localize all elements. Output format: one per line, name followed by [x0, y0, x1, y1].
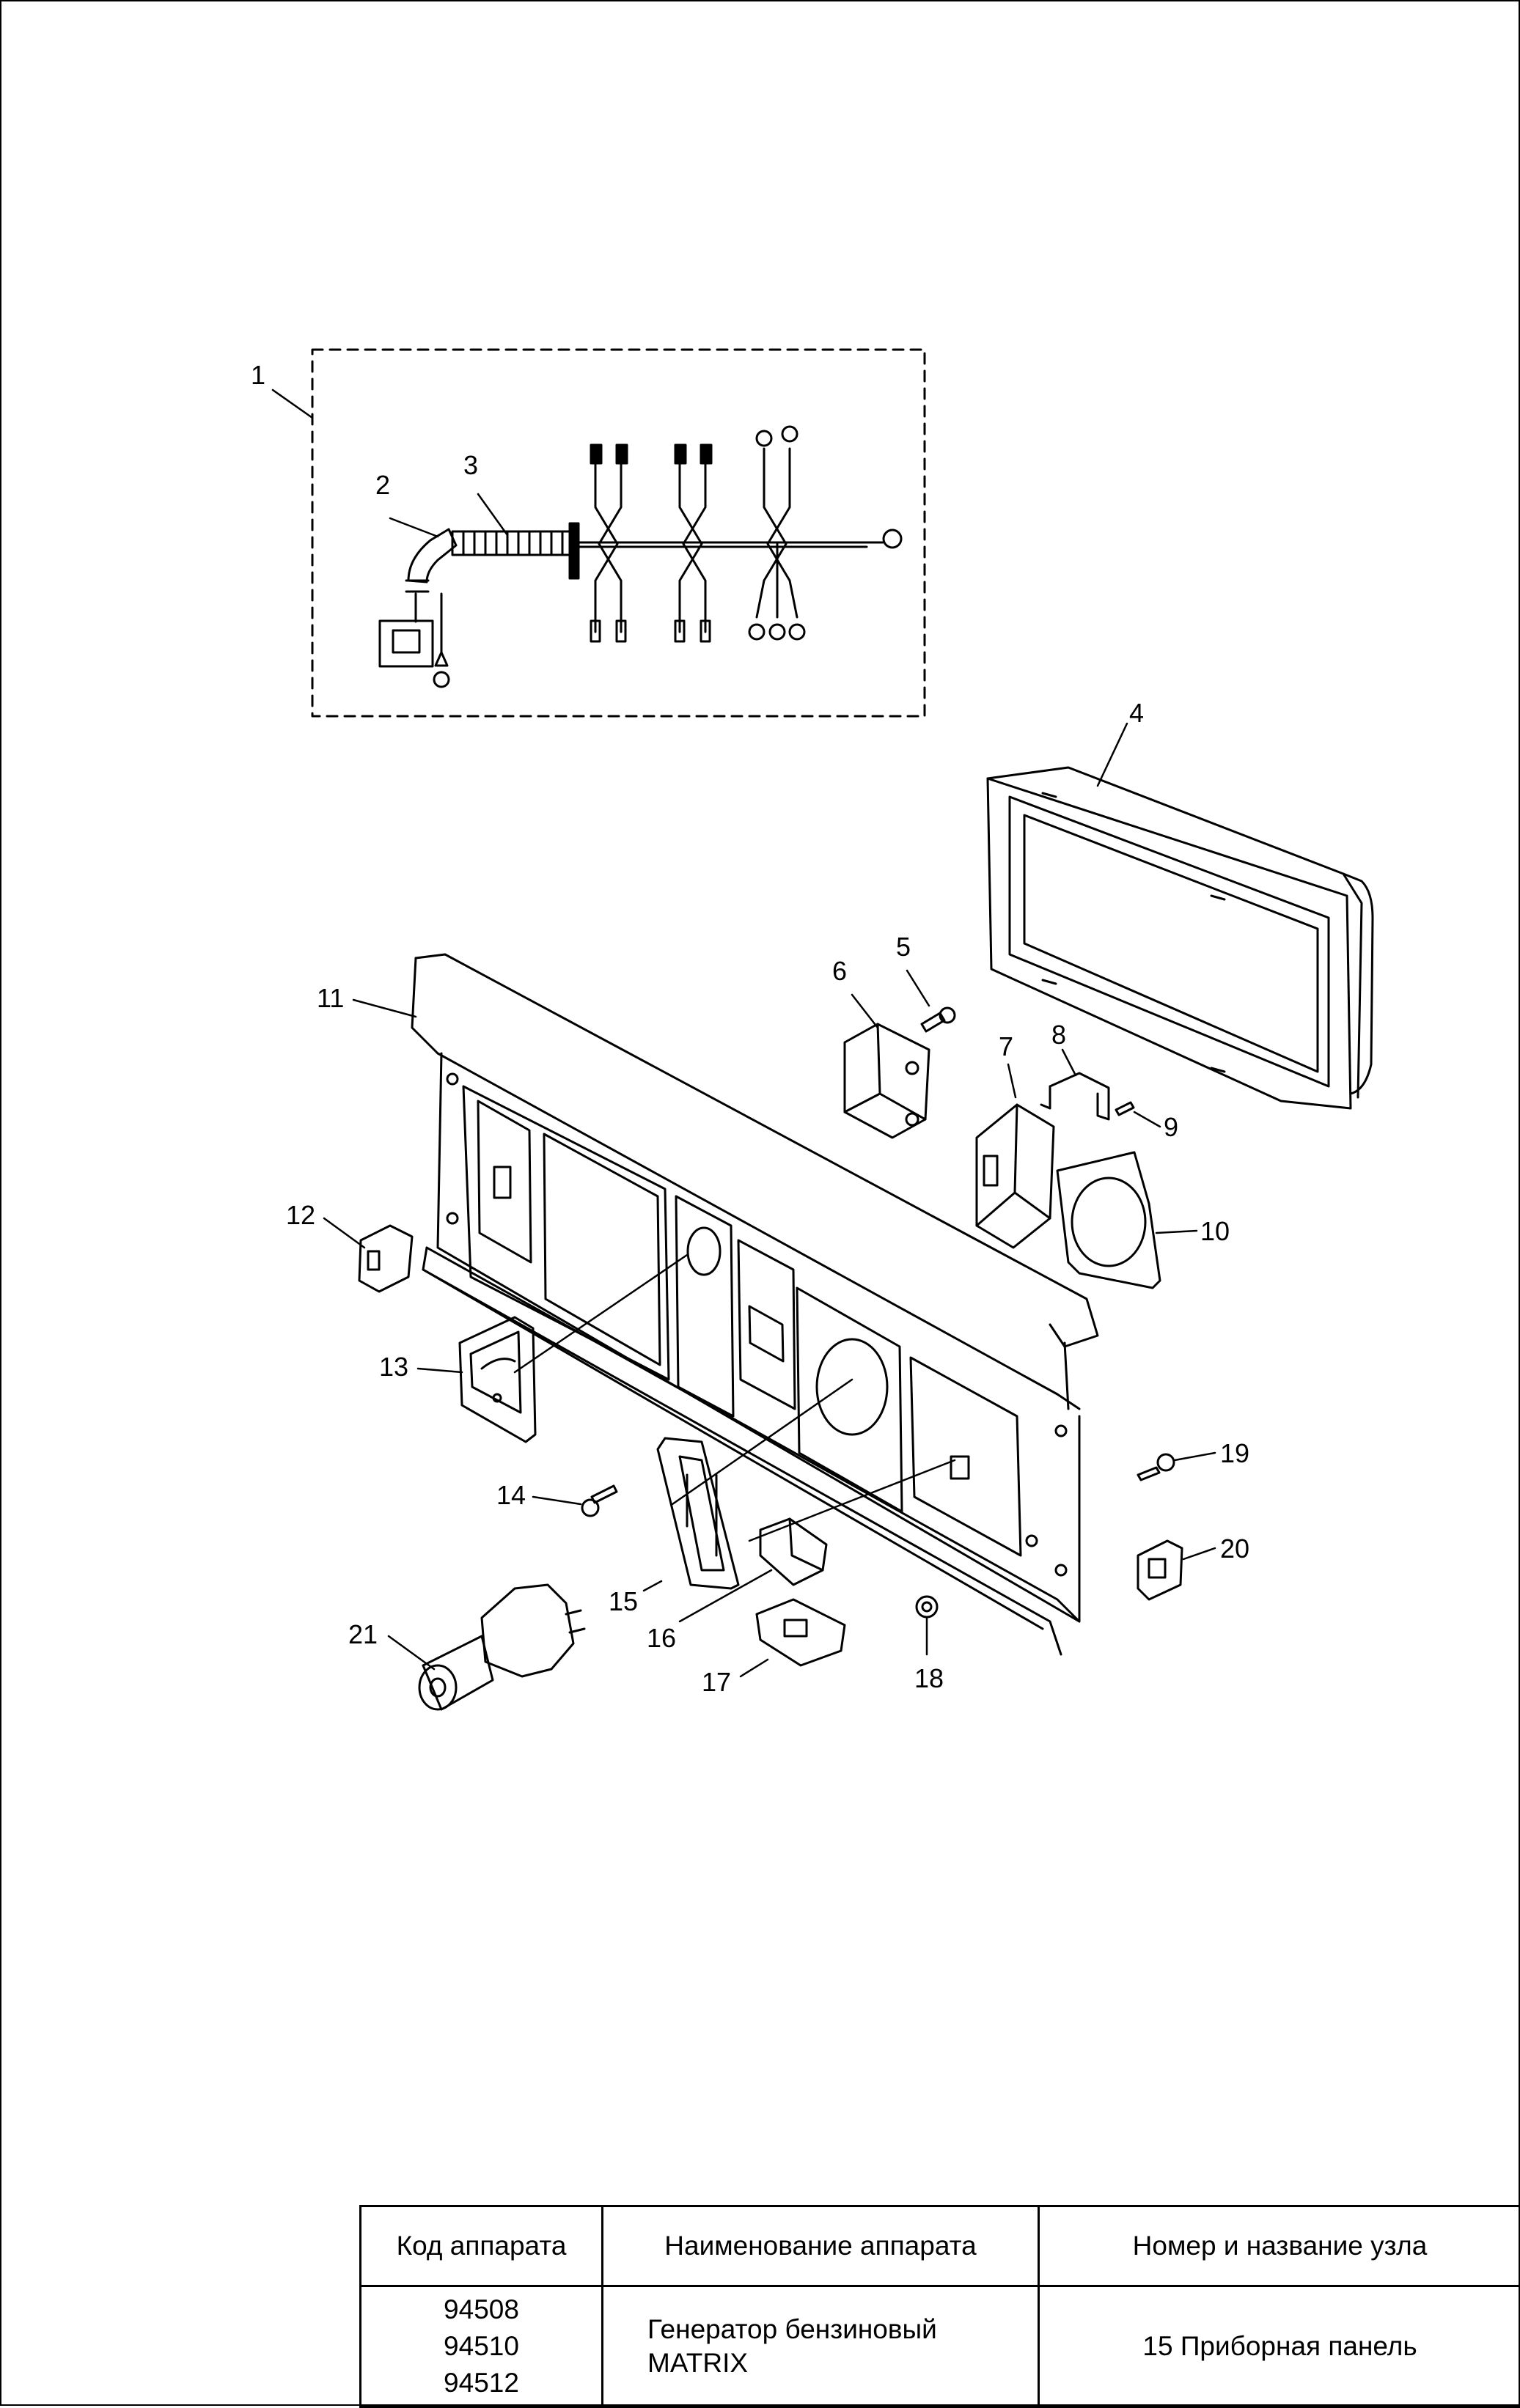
nut-18	[917, 1597, 937, 1617]
ammeter-13	[460, 1317, 535, 1442]
corrugated-sleeve	[452, 523, 579, 578]
harness-dashed-frame	[312, 350, 925, 716]
callout-12: 12	[286, 1200, 315, 1230]
harness-connector	[380, 621, 433, 666]
leader-lines	[273, 390, 1215, 1676]
exploded-diagram: 1 2 3 4 5 6 7 8 9 10 11 12 13 14 15 16 1…	[1, 1, 1520, 2201]
callout-19: 19	[1220, 1438, 1249, 1468]
callout-21: 21	[348, 1619, 378, 1649]
callout-16: 16	[647, 1623, 676, 1653]
callout-15: 15	[609, 1586, 638, 1616]
breaker-7	[977, 1105, 1054, 1248]
apparatus-name-line1: Генератор бензиновый	[647, 2313, 1029, 2346]
screw-14	[582, 1486, 617, 1516]
relay-box-6	[845, 1024, 929, 1138]
screw-5	[922, 1008, 955, 1031]
wiring-harness-group	[312, 350, 925, 716]
cap-20	[1138, 1541, 1182, 1599]
wire-branches	[591, 427, 804, 641]
callout-1: 1	[251, 360, 265, 390]
grommet-elbow	[408, 529, 456, 582]
switch-12	[359, 1226, 412, 1292]
callout-20: 20	[1220, 1533, 1249, 1564]
apparatus-name-line2: MATRIX	[647, 2346, 1029, 2380]
apparatus-code: 94508	[370, 2291, 592, 2328]
header-name: Наименование аппарата	[603, 2206, 1039, 2286]
callout-8: 8	[1051, 1020, 1066, 1050]
screw-19	[1138, 1454, 1174, 1480]
callout-4: 4	[1129, 698, 1144, 728]
housing-box	[988, 767, 1373, 1108]
callout-7: 7	[999, 1031, 1013, 1061]
gasket-10	[1057, 1152, 1160, 1288]
callout-13: 13	[379, 1352, 408, 1382]
title-block: Код аппарата Наименование аппарата Номер…	[359, 2205, 1520, 2408]
callout-11: 11	[317, 983, 344, 1013]
header-code: Код аппарата	[361, 2206, 603, 2286]
apparatus-code: 94512	[370, 2365, 592, 2401]
switch-16	[760, 1519, 826, 1585]
callout-10: 10	[1200, 1216, 1230, 1246]
callout-14: 14	[496, 1480, 526, 1510]
front-panel	[412, 954, 1098, 1654]
header-node: Номер и название узла	[1039, 2206, 1520, 2286]
bracket-8	[1041, 1073, 1109, 1119]
callout-17: 17	[702, 1667, 731, 1697]
callout-9: 9	[1164, 1112, 1178, 1142]
callout-3: 3	[463, 450, 478, 480]
plug-21	[419, 1585, 584, 1709]
socket-15	[658, 1438, 738, 1588]
apparatus-code: 94510	[370, 2328, 592, 2365]
cover-17	[757, 1599, 845, 1665]
screw-9	[1116, 1102, 1134, 1115]
callout-2: 2	[375, 470, 390, 500]
callout-numbers: 1 2 3 4 5 6 7 8 9 10 11 12 13 14 15 16 1…	[251, 360, 1249, 1697]
callout-6: 6	[832, 956, 847, 986]
apparatus-name: Генератор бензиновый MATRIX	[603, 2286, 1039, 2407]
apparatus-codes: 94508 94510 94512	[361, 2286, 603, 2407]
node-title: 15 Приборная панель	[1039, 2286, 1520, 2407]
callout-5: 5	[896, 932, 911, 962]
callout-18: 18	[914, 1663, 944, 1693]
